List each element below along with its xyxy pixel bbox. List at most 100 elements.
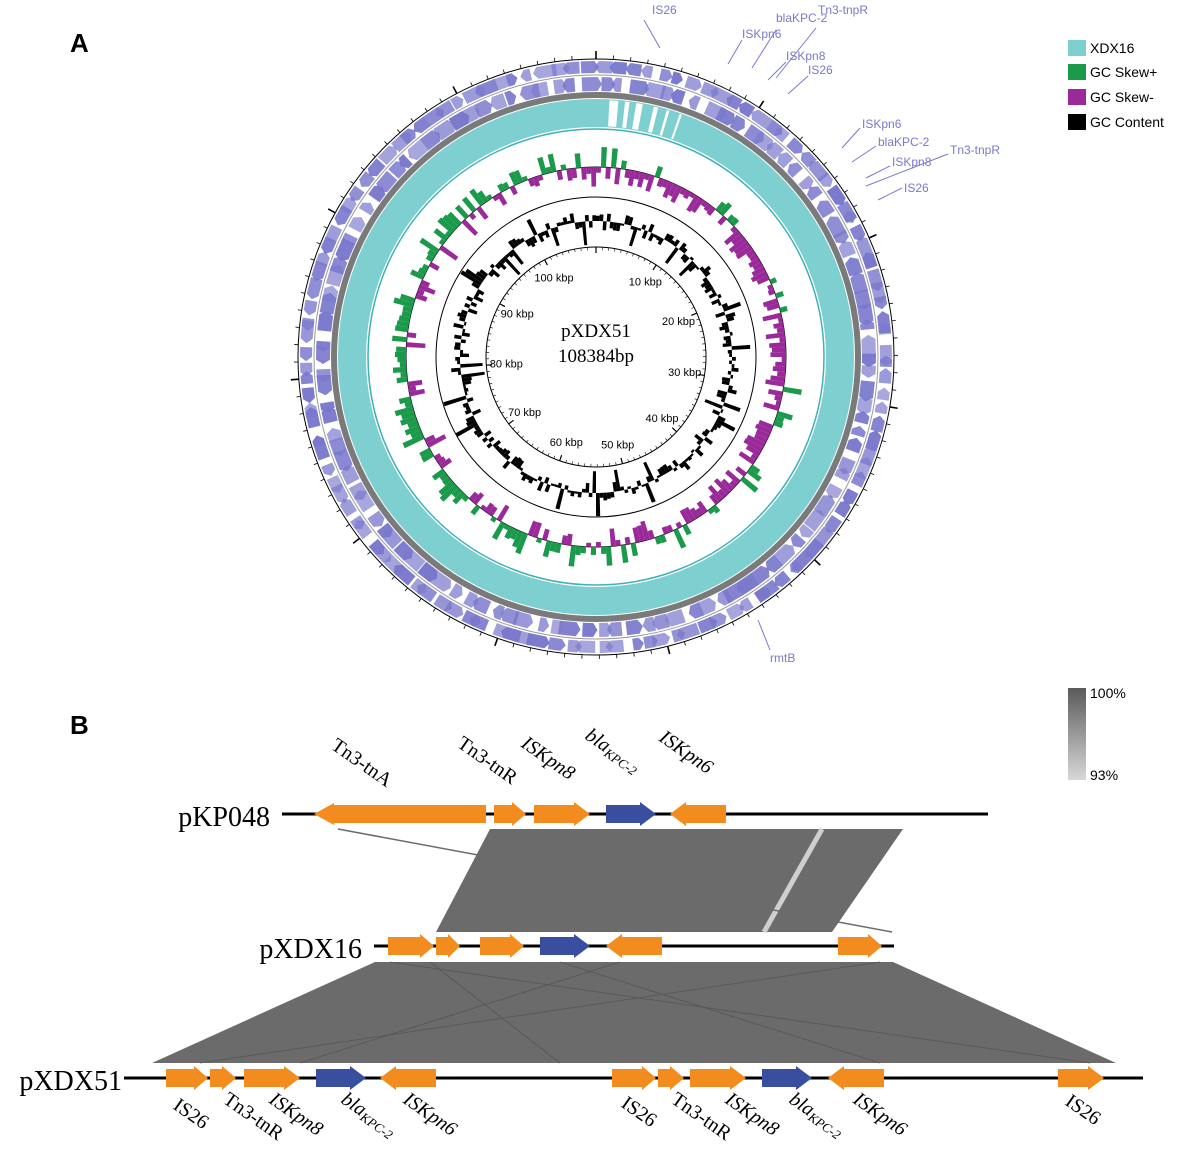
panel-a-letter: A <box>70 28 89 58</box>
gene-feature <box>358 202 375 216</box>
gc-skew-positive <box>400 415 417 426</box>
inner-tick <box>691 312 698 316</box>
gene-feature <box>640 65 654 79</box>
gc-skew-negative <box>717 215 727 226</box>
gene-label-is26: IS26 <box>617 1092 661 1132</box>
gc-content-bar <box>704 399 723 409</box>
gc-content-bar <box>461 376 472 382</box>
inner-tick <box>688 409 692 412</box>
gene-feature <box>817 172 833 187</box>
gc-skew-negative <box>461 219 479 236</box>
gc-skew-positive <box>547 153 557 173</box>
gene-feature <box>860 319 875 331</box>
plasmid-name-pxdx51: pXDX51 <box>19 1066 122 1097</box>
gene-feature <box>547 637 566 651</box>
gc-skew-negative <box>752 262 763 271</box>
inner-tick <box>698 324 702 327</box>
leader-line <box>643 19 661 49</box>
inner-tick <box>550 256 552 260</box>
gene-feature <box>765 554 784 573</box>
inner-tick <box>533 266 536 269</box>
gc-content-bar <box>717 389 728 396</box>
gc-skew-negative <box>735 466 747 477</box>
inner-tick <box>639 454 641 458</box>
gc-content-bar <box>702 277 709 283</box>
gc-skew-negative <box>596 167 601 173</box>
gene-feature <box>316 346 331 364</box>
gc-content-bar <box>687 455 693 461</box>
gc-skew-positive <box>775 415 785 424</box>
outer-tick <box>633 652 635 657</box>
gc-content-bar <box>554 484 558 488</box>
gene-feature <box>799 523 815 538</box>
gc-skew-negative <box>426 434 447 448</box>
gc-content-bar <box>695 266 700 271</box>
gene-feature <box>753 586 770 603</box>
gene-label-iskpn6: ISKpn6 <box>398 1088 461 1141</box>
gene-feature <box>367 158 386 177</box>
gc-content-track-outer <box>435 196 757 518</box>
gc-skew-positive <box>707 507 715 515</box>
gc-content-bar <box>712 409 721 416</box>
gc-content-bar <box>562 217 568 225</box>
gc-skew-negative <box>745 444 761 457</box>
gene-label-is26: IS26 <box>904 181 929 195</box>
inner-tick <box>620 249 622 253</box>
xdx16-ring-edge <box>367 128 825 586</box>
gc-skew-negative <box>725 469 741 485</box>
outer-tick <box>731 621 735 626</box>
gene-arrow-tn3-tna <box>314 803 486 825</box>
gc-content-bar <box>715 418 736 432</box>
gene-label-tn3-tna: Tn3-tnA <box>327 734 396 792</box>
inner-tick <box>669 433 673 437</box>
gene-feature <box>350 515 365 529</box>
outer-tick <box>299 413 304 415</box>
gene-feature <box>375 546 392 563</box>
inner-tick <box>518 278 522 281</box>
gene-feature <box>582 622 598 637</box>
gc-skew-positive <box>512 530 524 548</box>
scale-ticks <box>290 51 898 659</box>
gc-skew-negative <box>605 167 611 179</box>
gc-skew-negative <box>645 174 655 192</box>
gc-content-bar <box>648 223 655 233</box>
gene-feature <box>399 128 416 145</box>
gc-content-bar <box>464 302 471 309</box>
gene-arrow-blakpc2 <box>606 802 656 826</box>
gene-feature <box>845 437 863 454</box>
gc-skew-negative <box>682 190 691 200</box>
outer-tick <box>313 462 318 466</box>
outer-tick <box>553 57 556 62</box>
gc-content-bar <box>520 471 525 476</box>
identity-scale-bar <box>1068 688 1086 780</box>
outer-tick <box>881 440 886 443</box>
gc-content-bar <box>570 490 575 497</box>
gc-skew-negative <box>509 185 518 196</box>
gc-skew-positive <box>437 217 455 234</box>
gc-content-bar <box>624 215 630 225</box>
gc-content-bar <box>657 237 664 246</box>
gc-content-bar <box>462 380 472 386</box>
gc-content-bar <box>731 364 735 368</box>
gene-feature <box>493 75 511 91</box>
outer-tick <box>728 86 732 91</box>
gc-content-bar <box>721 302 729 309</box>
gc-skew-negative <box>496 192 508 206</box>
gc-content-bar <box>554 226 559 233</box>
gc-content-bar <box>721 380 730 386</box>
gc-skew-negative <box>748 257 761 268</box>
gene-label-tn3-tnpr: Tn3-tnpR <box>950 143 1000 157</box>
gc-skew-negative <box>434 453 442 461</box>
gc-skew-positive <box>746 468 762 482</box>
gc-content-bar <box>725 339 732 344</box>
gc-skew-positive <box>503 524 510 531</box>
leader-line <box>787 75 809 95</box>
gene-feature <box>832 229 849 244</box>
gc-content-bar <box>708 292 718 299</box>
gc-skew-negative <box>751 266 766 277</box>
gene-feature <box>643 635 658 649</box>
gc-skew-positive <box>396 320 410 328</box>
gene-arrow-is26 <box>388 934 434 958</box>
gc-content-bar <box>682 255 690 264</box>
